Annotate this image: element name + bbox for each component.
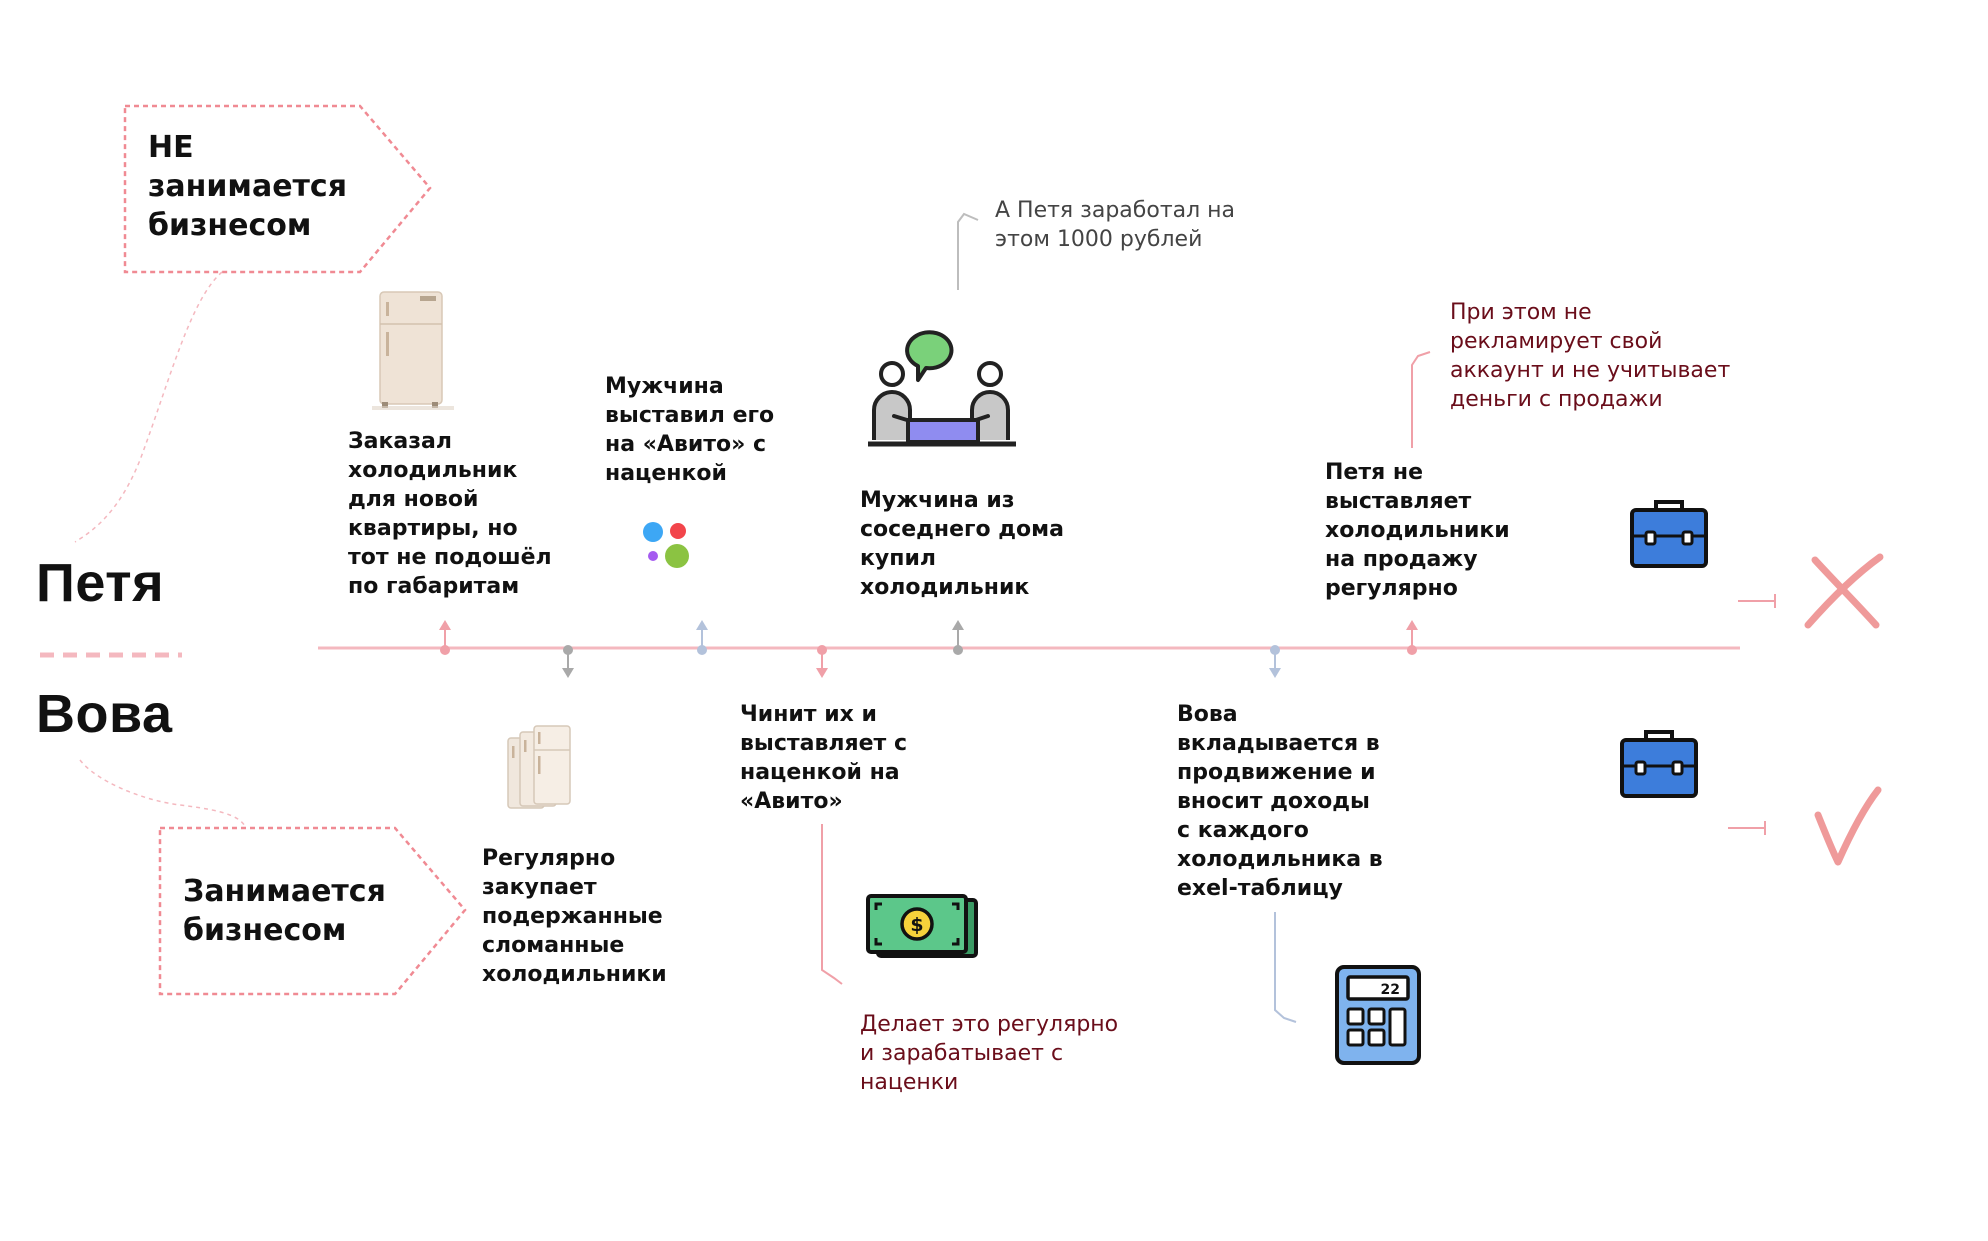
petya-tag-label: НЕ занимается бизнесом — [148, 130, 347, 243]
vova-tag-connector — [79, 759, 247, 829]
calculator-icon: 22 — [1335, 965, 1421, 1065]
petya-tag-connector — [74, 271, 223, 543]
petya-result-tick — [1738, 594, 1776, 608]
fridges-icon — [507, 725, 571, 809]
calculator-display: 22 — [1381, 982, 1400, 998]
petya-earned-connector — [957, 212, 979, 290]
petya-name: Петя — [36, 553, 165, 613]
fridge-icon — [372, 291, 454, 410]
vova-name: Вова — [36, 684, 173, 744]
briefcase-icon — [1620, 730, 1698, 798]
note-vova-regular: Делает это регулярно и зарабатывает с на… — [860, 1012, 1119, 1095]
vova-tag-shape — [158, 826, 467, 996]
cross-icon — [1804, 553, 1884, 629]
svg-text:$: $ — [910, 914, 923, 936]
petya-arrow-1 — [439, 620, 451, 655]
petya-event-1-text: Заказал холодильник для новой квартиры, … — [348, 429, 552, 599]
avito-logo-icon — [643, 522, 689, 568]
vova-arrow-2 — [816, 645, 828, 678]
petya-event-2-text: Мужчина выставил его на «Авито» с наценк… — [605, 374, 775, 486]
petya-noads-connector — [1411, 351, 1431, 448]
vova-arrow-3 — [1269, 645, 1281, 678]
vova-event-3-text: Вова вкладывается в продвижение и вносит… — [1177, 702, 1383, 901]
note-petya-no-ads: При этом не рекламирует свой аккаунт и н… — [1450, 300, 1731, 412]
vova-arrow-1 — [562, 645, 574, 678]
petya-event-3-text: Мужчина из соседнего дома купил холодиль… — [860, 488, 1064, 600]
check-icon — [1814, 786, 1882, 866]
petya-tag-shape — [123, 104, 432, 274]
vova-event-1-text: Регулярно закупает подержанные сломанные… — [482, 846, 667, 987]
petya-arrow-4 — [1406, 620, 1418, 655]
meeting-icon — [868, 330, 1016, 447]
vova-tag-label: Занимается бизнесом — [183, 874, 386, 948]
vova-event-2-text: Чинит их и выставляет с наценкой на «Ави… — [740, 702, 907, 814]
money-icon: $ — [866, 894, 978, 958]
petya-event-4-text: Петя не выставляет холодильники на прода… — [1325, 460, 1510, 601]
vova-regular-connector — [821, 824, 843, 985]
petya-arrow-3 — [952, 620, 964, 655]
note-petya-earned: А Петя заработал на этом 1000 рублей — [995, 198, 1236, 252]
vova-result-tick — [1728, 821, 1766, 835]
vova-calc-connector — [1274, 912, 1297, 1023]
petya-arrow-2 — [696, 620, 708, 655]
briefcase-icon — [1630, 500, 1708, 568]
